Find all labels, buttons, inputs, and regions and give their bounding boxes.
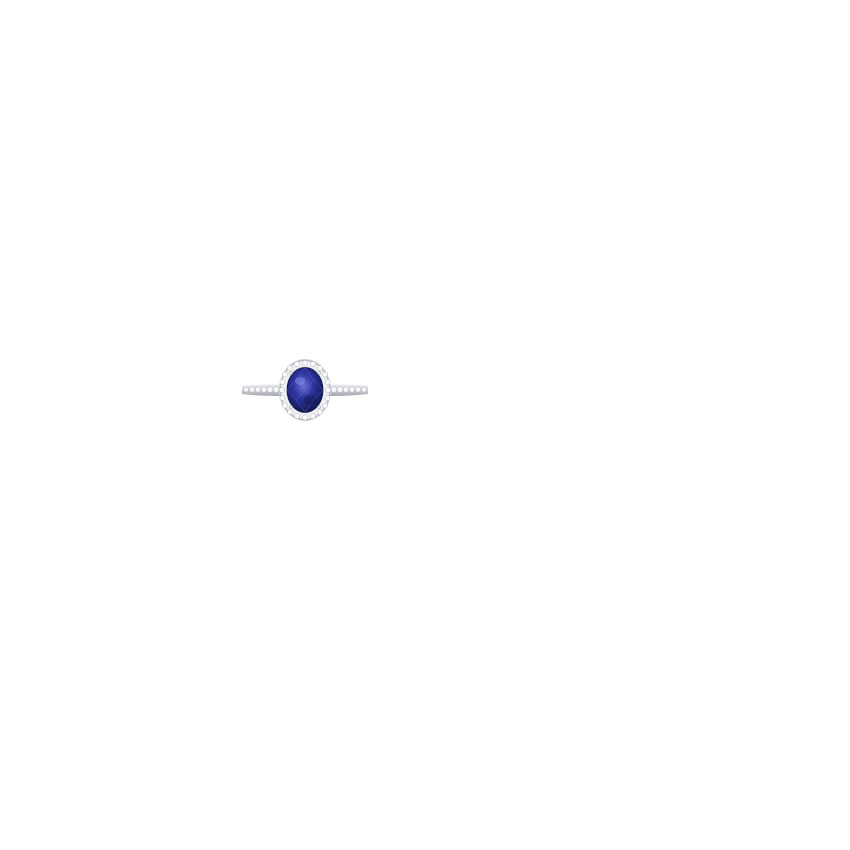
- prongs: [289, 371, 321, 409]
- ring-band-right: [330, 384, 368, 396]
- ring-band-left: [242, 384, 280, 396]
- ring-icon: [242, 359, 368, 421]
- sapphire-halo-ring-image: [230, 350, 380, 440]
- sapphire-gemstone: [286, 367, 324, 413]
